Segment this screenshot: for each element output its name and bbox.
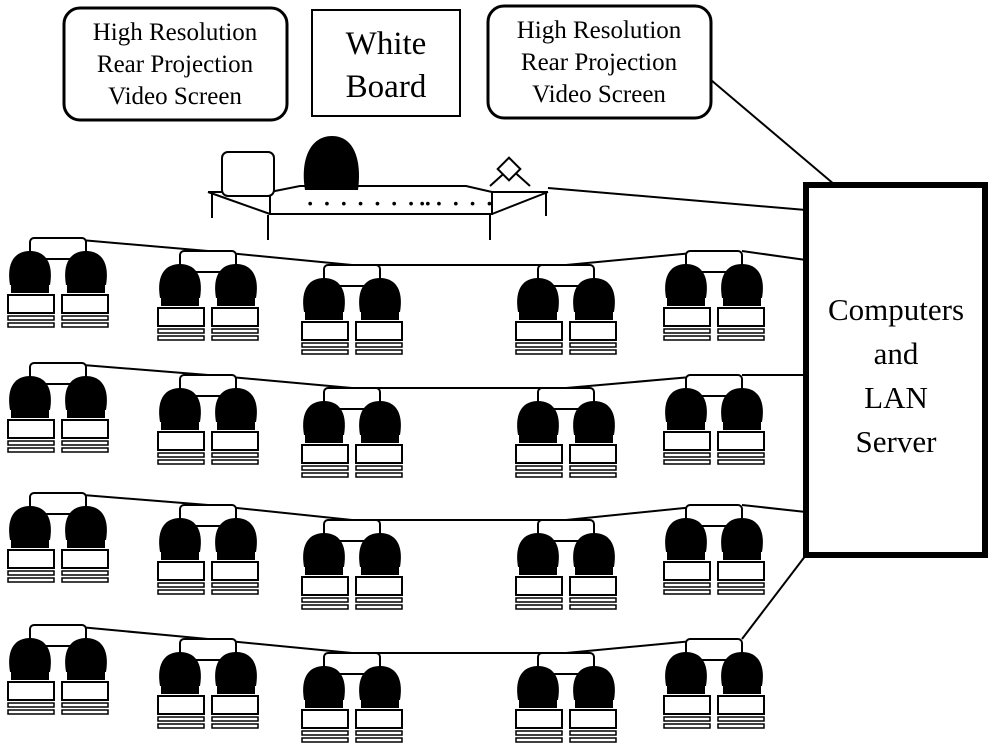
row-cable [57,237,715,266]
server-cable [741,504,807,513]
monitor-icon [221,151,275,197]
workstation-cluster [301,387,403,478]
facilitator-console: • • • • • • • • • • • • • [207,136,549,240]
workstation-cluster [663,638,765,729]
workstation-cluster [157,250,259,341]
server-line1: Computers [828,292,964,327]
workstation-cluster [515,264,617,355]
server-cable [741,250,807,261]
server-line4: Server [856,424,938,459]
server-line3: LAN [864,380,928,415]
left-screen-line1: High Resolution [93,19,258,46]
workstation-cluster [157,638,259,729]
right-screen-line3: Video Screen [532,81,666,108]
projector-cable [710,79,836,186]
workstation-cluster [157,504,259,595]
left-video-screen: High Resolution Rear Projection Video Sc… [62,6,289,122]
right-screen-line2: Rear Projection [521,49,678,76]
right-video-screen: High Resolution Rear Projection Video Sc… [486,4,713,120]
workstation-cluster [515,652,617,743]
server-line2: and [874,336,919,371]
svg-text:• • • • • • • •: • • • • • • • • [306,197,432,213]
workstation-cluster [301,652,403,743]
workstation-cluster [663,504,765,595]
workstation-cluster [515,387,617,478]
row-cable [57,624,715,654]
workstation-cluster [515,519,617,610]
white-board-line2: Board [346,69,427,105]
white-board: White Board [311,9,461,117]
workstation-cluster [7,362,109,453]
workstation-clusters [7,237,765,743]
row-cable [57,492,715,521]
left-screen-line3: Video Screen [108,83,242,110]
svg-text:• • • • •: • • • • • [418,197,494,213]
white-board-line1: White [346,26,427,62]
document-camera-icon [489,156,531,187]
workstation-cluster [7,624,109,715]
workstation-cluster [7,237,109,328]
console-cable [547,187,807,211]
workstation-cluster [663,374,765,465]
row-cable [57,362,715,389]
left-screen-line2: Rear Projection [97,51,254,78]
workstation-cluster [301,519,403,610]
workstation-cluster [157,374,259,465]
workstation-cluster [301,264,403,355]
workstation-cluster [7,492,109,583]
right-screen-line1: High Resolution [517,17,682,44]
lan-server: Computers and LAN Server [803,182,988,558]
seated-person-icon [303,136,359,190]
server-cable [741,554,807,640]
workstation-cluster [663,250,765,341]
